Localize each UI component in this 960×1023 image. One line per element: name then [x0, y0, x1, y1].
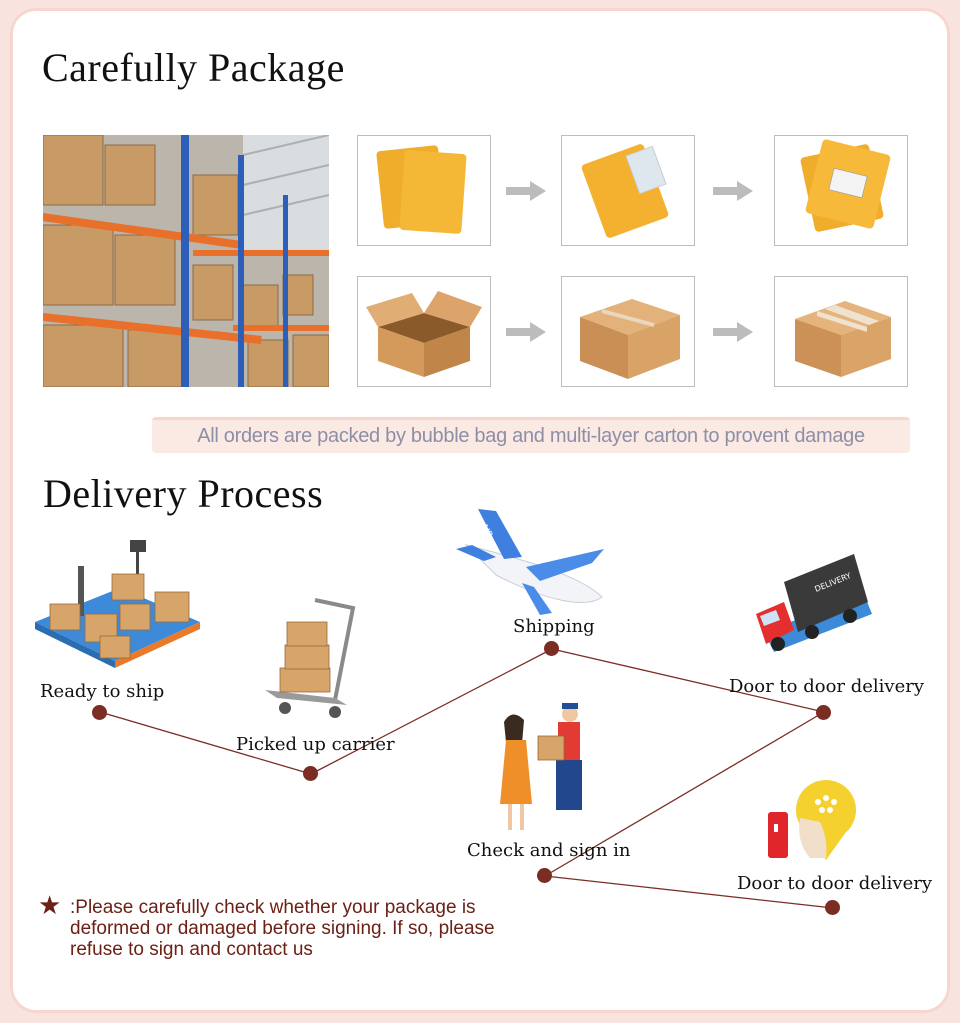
arrow-right-icon — [506, 181, 546, 201]
step-dot-door-delivery — [816, 705, 831, 720]
arrow-right-icon — [506, 322, 546, 342]
packaging-banner-text: All orders are packed by bubble bag and … — [197, 425, 865, 447]
packaging-banner: All orders are packed by bubble bag and … — [152, 417, 910, 453]
inspection-note-text: :Please carefully check whether your pac… — [70, 897, 495, 960]
step-dot-picked-up — [303, 766, 318, 781]
handover-people-icon — [500, 703, 582, 830]
warehouse-boxes-icon — [35, 540, 200, 668]
arrow-right-icon — [713, 181, 753, 201]
step-label-final-delivery: Door to door delivery — [737, 873, 933, 894]
step-label-ready: Ready to ship — [40, 681, 165, 702]
rating-badge-icon — [768, 780, 856, 860]
step-label-shipping: Shipping — [513, 616, 595, 637]
open-carton-image — [357, 276, 491, 387]
arrow-right-icon — [713, 322, 753, 342]
package-section-title: Carefully Package — [42, 45, 345, 90]
hand-truck-icon — [265, 598, 356, 718]
star-icon: ★ — [38, 890, 62, 920]
warehouse-image — [43, 135, 329, 387]
airplane-icon: AIR — [456, 509, 604, 615]
step-dot-final-delivery — [825, 900, 840, 915]
delivery-truck-icon: DELIVERY — [756, 554, 872, 652]
step-label-picked-up: Picked up carrier — [236, 734, 395, 755]
step-dot-ready — [92, 705, 107, 720]
labeled-mailer-image — [774, 135, 908, 246]
bubble-mailers-image — [357, 135, 491, 246]
step-dot-shipping — [544, 641, 559, 656]
taped-carton-image — [774, 276, 908, 387]
step-dot-check-sign — [537, 868, 552, 883]
delivery-section-title: Delivery Process — [43, 471, 324, 516]
step-label-check-sign: Check and sign in — [467, 840, 631, 861]
step-label-door-delivery: Door to door delivery — [729, 676, 925, 697]
mailer-with-product-image — [561, 135, 695, 246]
sealed-carton-image — [561, 276, 695, 387]
